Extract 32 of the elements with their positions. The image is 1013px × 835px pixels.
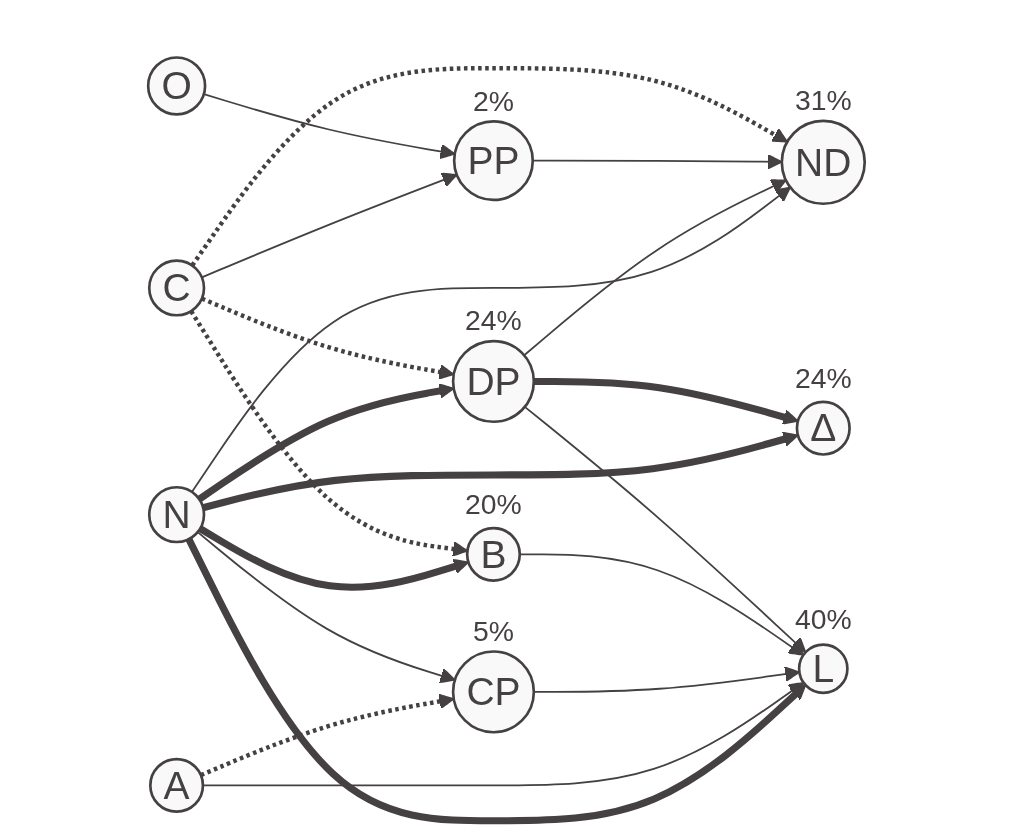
- percentage-label: 31%: [795, 84, 852, 117]
- arrow: [533, 377, 799, 425]
- circle-node: CP: [451, 650, 536, 734]
- percentage-label: 24%: [795, 362, 852, 395]
- percentage-label: 2%: [473, 84, 514, 117]
- circle-node: Δ: [795, 400, 851, 456]
- arrow: [197, 383, 455, 503]
- arrow: [191, 186, 792, 493]
- circle-node: DP: [451, 339, 536, 424]
- arrow: [185, 537, 807, 825]
- arrow: [190, 66, 788, 267]
- circle-node: ND: [780, 119, 867, 206]
- circle-node: B: [465, 526, 522, 582]
- circle-node: PP: [452, 120, 535, 202]
- arrow: [201, 172, 458, 279]
- circle-node: A: [149, 757, 205, 813]
- circle-node: C: [148, 259, 206, 317]
- arrow: [196, 531, 456, 684]
- percentage-label: 24%: [465, 304, 522, 337]
- circle-node: O: [146, 56, 207, 116]
- arrow: [201, 296, 455, 380]
- arrow: [202, 431, 799, 512]
- percentage-label: 40%: [795, 602, 852, 635]
- circle-node: N: [148, 485, 206, 544]
- arrow: [524, 405, 807, 653]
- circle-node: L: [797, 643, 849, 695]
- percentage-label: 5%: [473, 614, 514, 647]
- arrow: [202, 681, 805, 787]
- percentage-label: 20%: [465, 488, 522, 521]
- arrow: [523, 179, 787, 357]
- arrow: [198, 525, 470, 591]
- arrow: [203, 93, 456, 160]
